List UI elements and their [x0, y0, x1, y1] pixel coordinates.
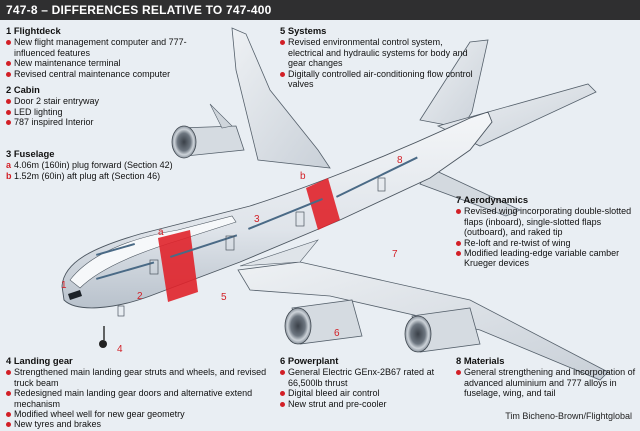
landing-gear-item: Modified wheel well for new gear geometr… — [6, 409, 268, 419]
systems-item: Digitally controlled air-conditioning fl… — [280, 69, 480, 90]
page-title: 747-8 – DIFFERENCES RELATIVE TO 747-400 — [6, 3, 272, 17]
landing-gear-heading: 4 Landing gear — [6, 355, 73, 366]
aerodynamics-item: Modified leading-edge variable camber Kr… — [456, 248, 636, 269]
fuselage-item-text: 4.06m (160in) plug forward (Section 42) — [14, 160, 173, 171]
flightdeck-item: New maintenance terminal — [6, 58, 206, 68]
flightdeck-section: 1 Flightdeck New flight management compu… — [6, 25, 206, 79]
cabin-item: 787 inspired Interior — [6, 117, 206, 127]
aerodynamics-item: Re-loft and re-twist of wing — [456, 238, 636, 248]
aerodynamics-section: 7 Aerodynamics Revised wing incorporatin… — [456, 194, 636, 269]
callout-8: 8 — [397, 155, 403, 166]
flightdeck-heading: 1 Flightdeck — [6, 25, 61, 36]
callout-5: 5 — [221, 292, 227, 303]
cabin-heading: 2 Cabin — [6, 84, 40, 95]
cabin-section: 2 Cabin Door 2 stair entryway LED lighti… — [6, 84, 206, 128]
systems-item: Revised environmental control system, el… — [280, 37, 480, 68]
upper-wing — [231, 27, 331, 169]
callout-b: b — [300, 171, 306, 182]
materials-heading: 8 Materials — [456, 355, 505, 366]
callout-3: 3 — [254, 214, 260, 225]
powerplant-item: Digital bleed air control — [280, 388, 440, 398]
powerplant-heading: 6 Powerplant — [280, 355, 339, 366]
cabin-item: Door 2 stair entryway — [6, 96, 206, 106]
fuselage-item-text: 1.52m (60in) aft plug aft (Section 46) — [14, 170, 161, 181]
landing-gear-item: New tyres and brakes — [6, 419, 268, 429]
fuselage-item-letter: a — [6, 160, 12, 171]
inner-engine — [284, 299, 363, 345]
outer-engine — [404, 307, 481, 353]
callout-a: a — [158, 227, 164, 238]
powerplant-section: 6 Powerplant General Electric GEnx-2B67 … — [280, 355, 440, 409]
upper-engine — [171, 103, 245, 159]
materials-item: General strengthening and incorporation … — [456, 367, 636, 398]
callout-6: 6 — [334, 328, 340, 339]
cabin-item: LED lighting — [6, 107, 206, 117]
title-bar: 747-8 – DIFFERENCES RELATIVE TO 747-400 — [0, 0, 640, 20]
aerodynamics-heading: 7 Aerodynamics — [456, 194, 529, 205]
landing-gear-section: 4 Landing gear Strengthened main landing… — [6, 355, 268, 430]
powerplant-item: New strut and pre-cooler — [280, 399, 440, 409]
fuselage-item-letter: b — [6, 170, 12, 181]
image-credit: Tim Bicheno-Brown/Flightglobal — [505, 411, 632, 421]
callout-4: 4 — [117, 344, 123, 355]
callout-1: 1 — [61, 280, 67, 291]
flightdeck-item: New flight management computer and 777-i… — [6, 37, 206, 58]
materials-section: 8 Materials General strengthening and in… — [456, 355, 636, 399]
powerplant-item: General Electric GEnx-2B67 rated at 66,5… — [280, 367, 440, 388]
plug-a — [158, 230, 198, 302]
flightdeck-item: Revised central maintenance computer — [6, 69, 206, 79]
systems-heading: 5 Systems — [280, 25, 327, 36]
aerodynamics-item: Revised wing incorporating double-slotte… — [456, 206, 636, 237]
callout-7: 7 — [392, 249, 398, 260]
plug-b — [306, 178, 340, 230]
window-row — [96, 156, 418, 280]
callout-2: 2 — [137, 291, 143, 302]
systems-section: 5 Systems Revised environmental control … — [280, 25, 480, 90]
fuselage-heading: 3 Fuselage — [6, 148, 55, 159]
landing-gear-item: Redesigned main landing gear doors and a… — [6, 388, 268, 409]
lower-wing — [237, 261, 609, 381]
nose-gear — [99, 326, 107, 348]
landing-gear-item: Strengthened main landing gear struts an… — [6, 367, 268, 388]
